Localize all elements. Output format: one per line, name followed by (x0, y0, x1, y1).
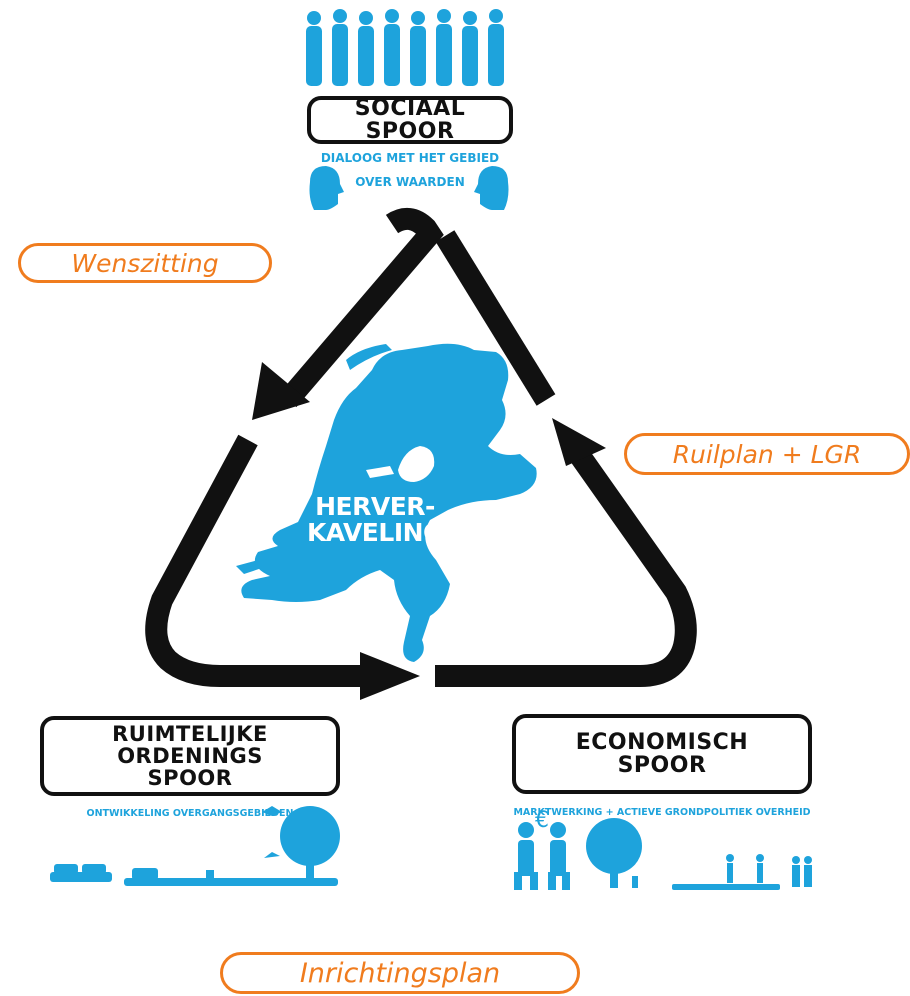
spatial-track-box: RUIMTELIJKE ORDENINGS SPOOR (40, 716, 340, 796)
head-left-icon (309, 166, 344, 210)
social-caption-line2: OVER WAARDEN (355, 175, 465, 189)
arrow-left-to-bottom (145, 434, 370, 687)
economic-caption: MARKTWERKING + ACTIEVE GRONDPOLITIEK OVE… (513, 807, 811, 818)
arrowhead-right (552, 418, 606, 466)
handshake-figures-icon (514, 822, 570, 890)
head-right-icon (474, 166, 509, 210)
social-caption-line1: DIALOOG MET HET GEBIED (320, 151, 500, 165)
economic-tree-icon (586, 818, 642, 888)
social-track-box: SOCIAAL SPOOR (307, 96, 513, 144)
stage-ruilplan: Ruilplan + LGR (624, 433, 910, 475)
economic-track-box: ECONOMISCH SPOOR (512, 714, 812, 794)
arrowhead-left (252, 362, 310, 420)
spatial-caption: ONTWIKKELING OVERGANGSGEBIEDEN (86, 808, 294, 819)
netherlands-map (236, 343, 537, 662)
stage-wenszitting: Wenszitting (18, 243, 272, 283)
walking-people-icon (672, 854, 812, 890)
spatial-track-title-line1: RUIMTELIJKE ORDENINGS (112, 721, 268, 768)
spatial-track-title-line2: SPOOR (147, 766, 233, 791)
arrowhead-bottom (360, 652, 420, 700)
center-label-line2: KAVELING (306, 518, 444, 548)
social-track-title: SOCIAAL SPOOR (354, 95, 466, 144)
stage-inrichtingsplan: Inrichtingsplan (220, 952, 580, 994)
cycle-arrows (145, 207, 697, 687)
euro-icon: € (535, 808, 549, 833)
arrow-right-to-top (435, 230, 556, 406)
arrow-bottom-to-right (435, 449, 697, 687)
center-label-line1: HERVER- (315, 492, 435, 521)
economic-track-title-line2: SPOOR (617, 753, 707, 778)
center-label: HERVER- KAVELING (290, 492, 460, 548)
economic-track-title-line1: ECONOMISCH (575, 729, 749, 755)
people-group-icon (306, 9, 504, 86)
landscape-farm-icon (50, 806, 340, 886)
arrow-top-to-left (279, 207, 444, 408)
